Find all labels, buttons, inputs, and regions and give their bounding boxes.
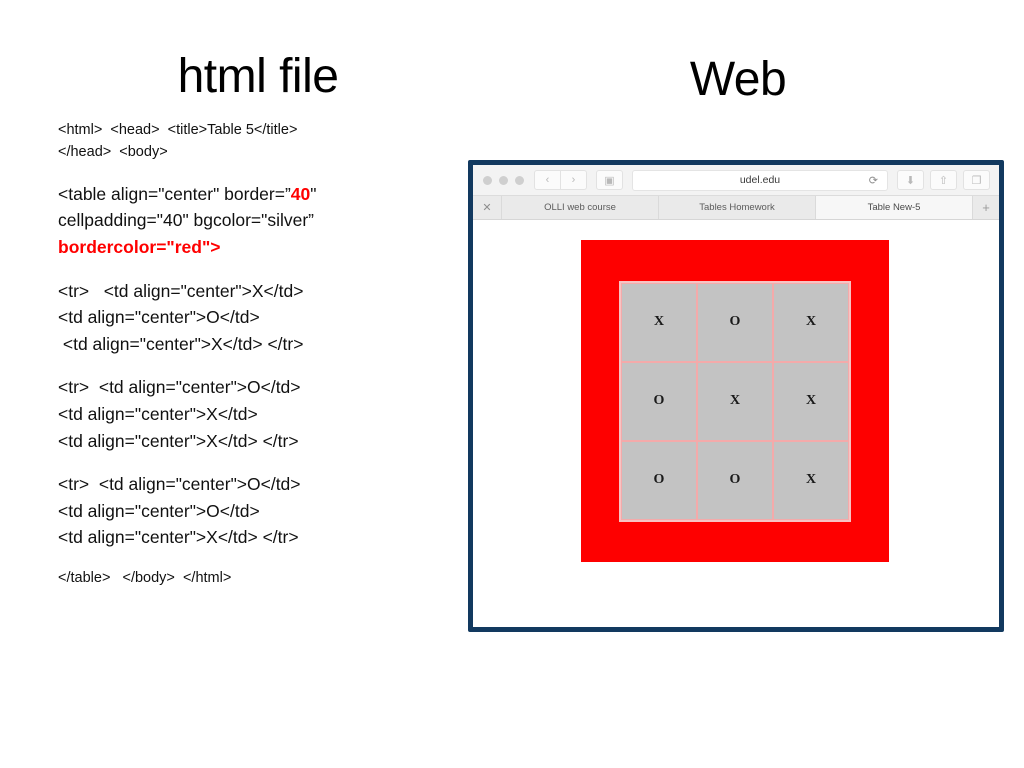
browser-tab-bar: ✕ OLLI web course Tables Homework Table … [473,196,999,220]
code-block-table-open: <table align="center" border=”40" cellpa… [58,181,458,261]
code-block-closing-tags: </table> </body> </html> [58,568,458,590]
tab-olli-web-course[interactable]: OLLI web course [502,196,659,219]
minimize-window-icon[interactable] [499,175,508,185]
code-line-bordercolor: bordercolor="red"> [58,237,221,258]
code-line: <td align="center">X</td> </tr> [58,333,304,354]
table-cell: X [773,282,849,362]
code-line-table-tag: <table align="center" border=”40" [58,181,458,208]
code-line: <tr> <td align="center">X</td> [58,280,304,301]
code-line-cellpadding: cellpadding="40" bgcolor="silver” [58,210,315,231]
rendered-page-content: X O X O X X O O X [473,220,999,627]
code-line: <td align="center">O</td> [58,307,260,328]
code-text: " [310,183,317,204]
back-icon[interactable]: ‹ [534,170,561,190]
close-window-icon[interactable] [483,175,492,185]
table-row: X O X [621,282,849,362]
table-row: O X X [621,361,849,441]
toolbar-right-tools: ⬇ ⇧ ❐ [897,170,990,190]
code-line: <td align="center">X</td> </tr> [58,527,299,548]
code-line: <td align="center">X</td> </tr> [58,430,299,451]
table-cell: O [697,440,773,520]
sidebar-toggle-icon[interactable]: ▣ [596,170,623,190]
code-line: <tr> <td align="center">O</td> [58,377,301,398]
code-block-row-1: <tr> <td align="center">X</td> <td align… [58,278,458,358]
address-bar[interactable]: udel.edu ⟳ [632,169,888,191]
browser-toolbar: ‹ › ▣ udel.edu ⟳ ⬇ ⇧ ❐ [473,165,999,196]
code-text: <table align="center" border=” [58,183,291,204]
code-block-row-2: <tr> <td align="center">O</td> <td align… [58,374,458,454]
table-row: O O X [621,440,849,520]
browser-window-mockup: ‹ › ▣ udel.edu ⟳ ⬇ ⇧ ❐ ✕ OLLI web course… [468,160,1004,632]
new-tab-icon[interactable]: + [982,200,990,215]
code-block-doc-head: <html> <head> <title>Table 5</title> </h… [58,120,458,164]
share-icon[interactable]: ⇧ [930,170,957,190]
page-title-web: Web [689,53,787,106]
code-listing: <html> <head> <title>Table 5</title> </h… [58,120,458,589]
forward-icon[interactable]: › [561,170,587,190]
table-cell: X [773,440,849,520]
table-cell: X [621,282,697,362]
code-line: </head> <body> [58,144,168,161]
code-line: <td align="center">O</td> [58,500,260,521]
code-highlight-border-value: 40 [290,183,311,204]
code-line: </table> </body> </html> [58,570,232,587]
tabs-overview-icon[interactable]: ❐ [963,170,990,190]
table-cell: O [697,282,773,362]
navigation-buttons: ‹ › [534,170,587,190]
tab-table-new-5[interactable]: Table New-5 [816,196,973,219]
code-line: <html> <head> <title>Table 5</title> [58,122,298,139]
table-cell: O [621,440,697,520]
page-title-html-file: html file [177,50,339,103]
browser-inner: ‹ › ▣ udel.edu ⟳ ⬇ ⇧ ❐ ✕ OLLI web course… [473,165,999,627]
right-column: Web [468,52,1008,129]
reload-icon[interactable]: ⟳ [868,174,878,187]
window-controls [483,175,524,185]
table-body: X O X O X X O O X [621,282,849,520]
table-cell: X [697,361,773,441]
code-line: <tr> <td align="center">O</td> [58,474,301,495]
tic-tac-toe-table: X O X O X X O O X [619,280,851,522]
table-red-border-frame: X O X O X X O O X [581,240,889,562]
tab-tables-homework[interactable]: Tables Homework [659,196,816,219]
table-cell: X [773,361,849,441]
download-icon[interactable]: ⬇ [897,170,924,190]
close-tab-icon[interactable]: ✕ [473,196,502,219]
maximize-window-icon[interactable] [515,175,524,185]
code-line: <td align="center">X</td> [58,404,258,425]
left-column: html file <html> <head> <title>Table 5</… [58,50,458,590]
table-cell: O [621,361,697,441]
url-text: udel.edu [739,174,781,186]
code-block-row-3: <tr> <td align="center">O</td> <td align… [58,471,458,551]
